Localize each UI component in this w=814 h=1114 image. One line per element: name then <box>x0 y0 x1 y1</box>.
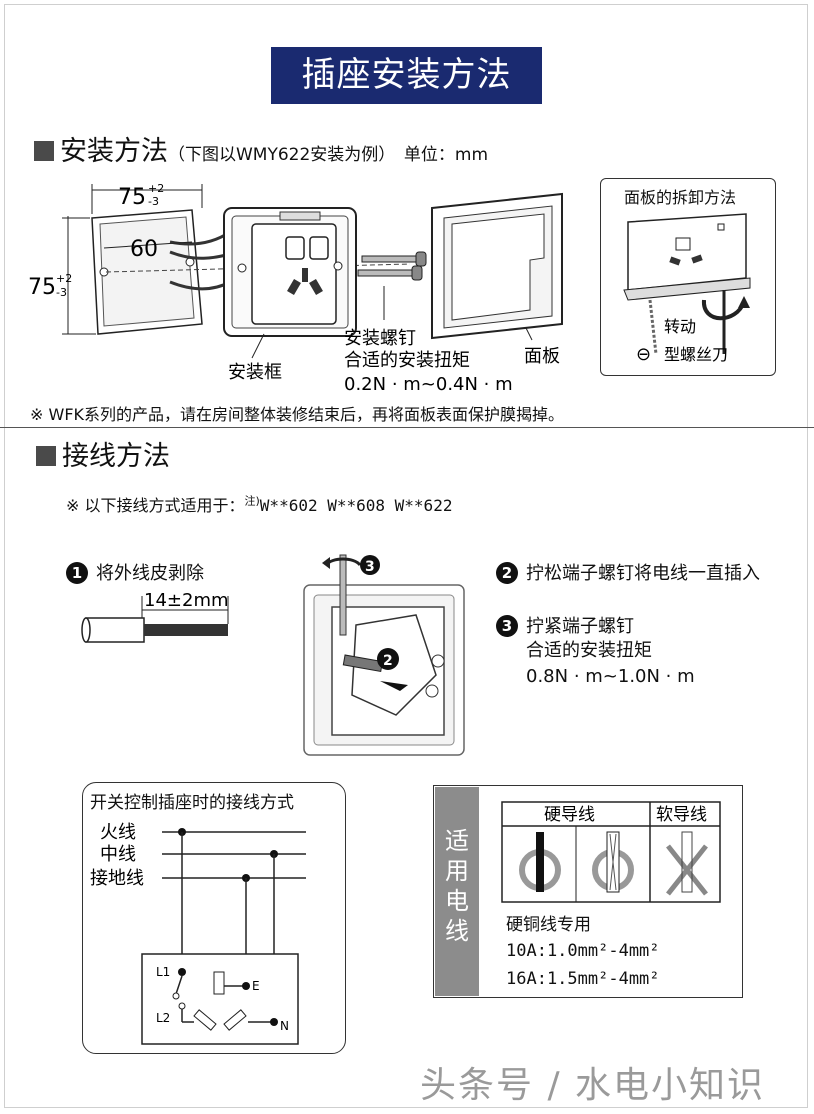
copper-only: 硬铜线专用 <box>506 915 591 935</box>
step3: 3 拧紧端子螺钉 <box>496 615 634 638</box>
step2: 2 拧松端子螺钉将电线一直插入 <box>496 562 760 585</box>
install-unit: 单位：mm <box>403 145 489 165</box>
wfk-note: ※ WFK系列的产品，请在房间整体装修结束后，再将面板表面保护膜揭掉。 <box>30 405 565 424</box>
minus-screwdriver-icon: ⊖ <box>636 344 651 365</box>
wire-hard: 硬导线 <box>544 805 595 825</box>
torque-value: 0.2N · m~0.4N · m <box>344 374 513 395</box>
switch-wiring-diagram: 火线 中线 接地线 L1 L2 E N <box>90 822 306 1045</box>
wiring-heading-text: 接线方法 <box>62 441 170 472</box>
dim-screw: 60 <box>130 237 158 262</box>
spec-16a: 16A:1.5mm²-4mm² <box>506 969 660 989</box>
stranded-hard-wire-ok-icon <box>592 831 634 893</box>
dim-height: 75 <box>28 275 56 300</box>
label-torque: 合适的安装扭矩 <box>344 350 470 371</box>
install-heading-note: （下图以WMY622安装为例） <box>168 145 396 165</box>
watermark: 头条号 / 水电小知识 <box>420 1065 766 1106</box>
removal-turn: 转动 <box>664 317 696 336</box>
install-diagram: 75 +2 -3 60 75 +2 -3 安装框 安装螺钉 合适的安装扭矩 0.… <box>28 182 563 395</box>
face-plate <box>431 192 563 341</box>
soft-wire-no-icon <box>666 831 708 896</box>
terminal-diagram: 3 2 <box>303 554 465 756</box>
removal-title: 面板的拆卸方法 <box>624 188 737 207</box>
line-neutral: 中线 <box>100 844 136 865</box>
section-divider <box>0 427 814 428</box>
step3-marker-icon: 3 <box>365 559 375 575</box>
term-n: N <box>280 1019 289 1033</box>
applies-note-text: ※ 以下接线方式适用于： <box>66 496 245 515</box>
section-square-icon <box>34 141 54 161</box>
step1-number-icon: 1 <box>66 562 88 584</box>
strip-length: 14±2mm <box>144 590 229 611</box>
dim-height-minus: -3 <box>56 286 67 299</box>
term-l1: L1 <box>156 965 170 979</box>
wire-soft: 软导线 <box>656 805 707 825</box>
wire-type-table: 硬导线 软导线 <box>501 801 721 903</box>
applies-sup: 注) <box>244 494 260 508</box>
section-square-icon <box>36 446 56 466</box>
socket-frame <box>223 207 357 337</box>
mounting-box <box>91 209 231 335</box>
applies-note: ※ 以下接线方式适用于：注)W**602 W**608 W**622 <box>66 492 452 516</box>
hard-wire-ok-icon <box>519 832 561 892</box>
wiring-heading: 接线方法 <box>36 440 170 474</box>
switch-title: 开关控制插座时的接线方式 <box>90 793 294 813</box>
label-frame: 安装框 <box>228 362 282 383</box>
applies-models: W**602 W**608 W**622 <box>259 496 453 515</box>
removal-illustration: 转动 ⊖ 型螺丝刀 <box>623 213 751 365</box>
install-heading-text: 安装方法 <box>60 136 168 167</box>
dim-width-plus: +2 <box>148 182 164 195</box>
term-l2: L2 <box>156 1011 170 1025</box>
step2-marker-icon: 2 <box>383 653 393 669</box>
step3-text: 拧紧端子螺钉 <box>526 616 634 637</box>
mounting-screws <box>357 251 427 320</box>
step3-torque-value: 0.8N · m~1.0N · m <box>526 666 695 687</box>
removal-tool: 型螺丝刀 <box>664 345 728 364</box>
line-live: 火线 <box>100 822 136 843</box>
wire-spec-side <box>435 787 479 996</box>
step2-text: 拧松端子螺钉将电线一直插入 <box>526 563 760 584</box>
wire-strip-diagram: 14±2mm <box>81 590 229 643</box>
wire-side-label: 适用电线 <box>445 827 469 945</box>
step1-text: 将外线皮剥除 <box>96 563 204 584</box>
install-heading: 安装方法（下图以WMY622安装为例） 单位：mm <box>34 135 488 172</box>
dim-width-minus: -3 <box>148 195 159 208</box>
page-frame <box>4 4 808 1108</box>
line-ground: 接地线 <box>90 868 144 889</box>
removal-box <box>600 178 776 376</box>
spec-10a: 10A:1.0mm²-4mm² <box>506 941 660 961</box>
term-e: E <box>252 979 260 993</box>
page-title: 插座安装方法 <box>271 47 542 104</box>
step3-number-icon: 3 <box>496 615 518 637</box>
dim-width: 75 <box>118 185 146 210</box>
step1: 1 将外线皮剥除 <box>66 562 204 585</box>
label-screw: 安装螺钉 <box>344 328 416 349</box>
step3-torque-label: 合适的安装扭矩 <box>526 640 652 661</box>
dim-height-plus: +2 <box>56 272 72 285</box>
label-panel: 面板 <box>524 346 560 367</box>
wire-spec-box <box>433 785 743 998</box>
step2-number-icon: 2 <box>496 562 518 584</box>
switch-wiring-box <box>82 782 346 1054</box>
